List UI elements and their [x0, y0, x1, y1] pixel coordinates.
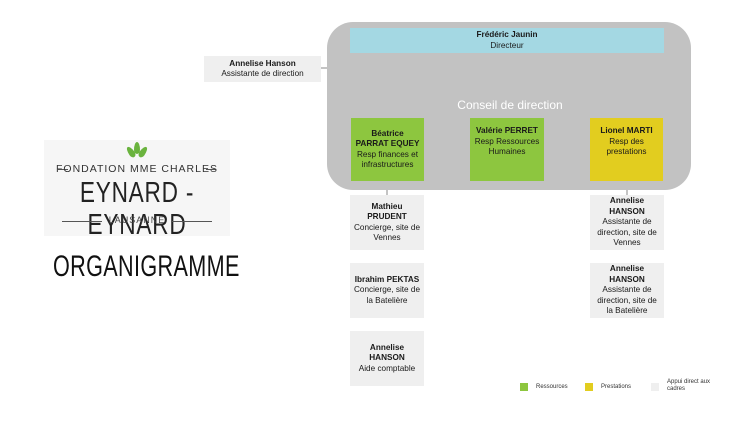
director-name: Frédéric Jaunin: [476, 30, 538, 39]
manager-name: Valérie PERRET: [476, 126, 538, 135]
manager-role: Resp Ressources Humaines: [474, 136, 540, 157]
staff-role: Assistante de direction, site de Vennes: [597, 217, 657, 248]
staff-role: Aide comptable: [358, 363, 416, 373]
manager-box-finance: Béatrice PARRAT EQUEY Resp finances et i…: [351, 118, 424, 181]
staff-box: Annelise HANSON Aide comptable: [350, 331, 424, 386]
logo-line1: FONDATION MME CHARLES: [56, 163, 218, 175]
director-role: Directeur: [490, 40, 524, 50]
assistant-top-name: Annelise Hanson: [229, 58, 296, 68]
page-title: ORGANIGRAMME: [53, 250, 240, 283]
legend-label: Prestations: [601, 384, 632, 390]
manager-name: Béatrice PARRAT EQUEY: [355, 128, 420, 149]
legend-swatch-resources: [520, 383, 528, 391]
staff-name: Annelise HANSON: [609, 196, 645, 216]
logo-line3: LAUSANNE: [108, 215, 166, 225]
assistant-top-role: Assistante de direction: [221, 69, 304, 78]
staff-name: Mathieu PRUDENT: [367, 201, 407, 222]
logo-rule: [206, 169, 216, 170]
legend-swatch-support: [651, 383, 659, 391]
manager-box-hr: Valérie PERRET Resp Ressources Humaines: [470, 118, 544, 181]
manager-name: Lionel MARTI: [600, 126, 653, 135]
staff-box: Ibrahim PEKTAS Concierge, site de la Bat…: [350, 263, 424, 318]
legend-swatch-services: [585, 383, 593, 391]
manager-role: Resp finances et infrastructures: [357, 149, 418, 170]
staff-box: Annelise HANSON Assistante de direction,…: [590, 195, 664, 250]
leaf-icon: [134, 142, 140, 154]
logo-rule: [172, 221, 212, 222]
logo-line2: EYNARD - EYNARD: [79, 177, 195, 241]
legend-label: Ressources: [536, 384, 568, 390]
staff-name: Annelise HANSON: [609, 264, 645, 284]
director-box: Frédéric Jaunin Directeur: [350, 28, 664, 53]
staff-role: Concierge, site de la Batelière: [354, 285, 420, 305]
logo-rule: [58, 169, 68, 170]
manager-role: Resp des prestations: [606, 136, 647, 157]
staff-role: Concierge, site de Vennes: [354, 222, 420, 243]
manager-box-services: Lionel MARTI Resp des prestations: [590, 118, 663, 181]
staff-box: Annelise HANSON Assistante de direction,…: [590, 263, 664, 318]
staff-name: Ibrahim PEKTAS: [354, 274, 420, 284]
staff-role: Assistante de direction, site de la Bate…: [597, 285, 657, 316]
legend-label: Appui direct aux cadres: [667, 379, 711, 392]
staff-name: Annelise HANSON: [369, 342, 405, 363]
logo-rule: [62, 221, 102, 222]
council-label: Conseil de direction: [457, 98, 563, 112]
staff-box: Mathieu PRUDENT Concierge, site de Venne…: [350, 195, 424, 250]
logo: FONDATION MME CHARLES EYNARD - EYNARD LA…: [44, 140, 230, 241]
assistant-top-box: Annelise Hanson Assistante de direction: [204, 56, 321, 82]
